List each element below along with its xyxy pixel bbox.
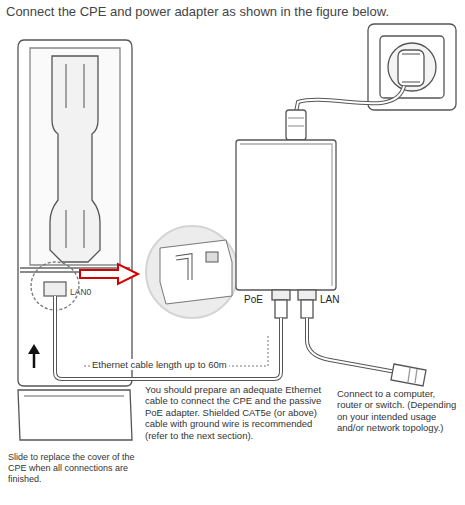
cover-note: Slide to replace the cover of the CPE wh…	[8, 452, 140, 484]
cpe-cover	[18, 390, 132, 440]
page-title: Connect the CPE and power adapter as sho…	[6, 4, 461, 20]
port-closeup	[146, 226, 238, 318]
zoom-arrow	[80, 264, 138, 284]
wall-outlet	[368, 24, 456, 110]
port-label: LAN	[320, 294, 339, 306]
cpe-device	[18, 40, 132, 386]
connect-note: Connect to a computer, router or switch.…	[337, 388, 461, 434]
cable-length-note: Ethernet cable length up to 60m	[90, 359, 229, 370]
rj45-plug	[391, 364, 426, 386]
poe-adapter	[236, 140, 336, 318]
power-cord	[286, 86, 404, 140]
ethernet-cable	[55, 296, 396, 379]
slide-arrow	[28, 344, 40, 368]
port-label: LAN0	[70, 287, 91, 297]
port-label: PoE	[244, 294, 263, 306]
cable-note: You should prepare an adequate Ethernet …	[145, 384, 333, 441]
